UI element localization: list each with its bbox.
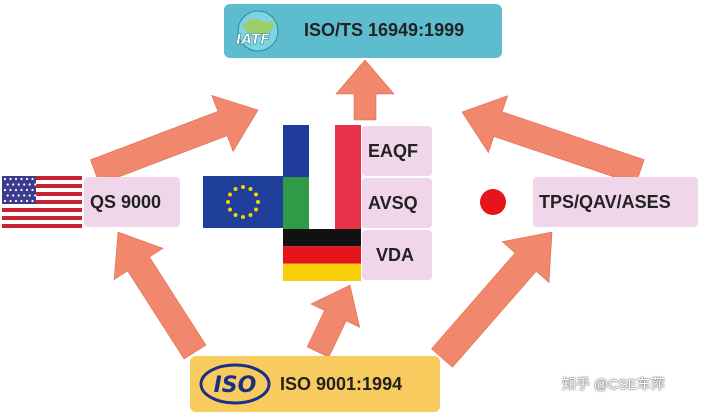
arrow-center-to-top [335, 59, 395, 121]
center-item-avsq: AVSQ [362, 178, 432, 228]
right-standard-label: TPS/QAV/ASES [539, 191, 671, 212]
iso-logo: ISO [199, 363, 271, 405]
bottom-standard-label: ISO 9001:1994 [280, 374, 403, 394]
arrow-right-to-top [461, 95, 645, 185]
right-standard-box: TPS/QAV/ASES [533, 177, 698, 227]
italy-flag [283, 177, 361, 229]
left-standard-label: QS 9000 [90, 191, 162, 212]
arrow-bottom-to-center [306, 284, 361, 358]
center-item-label: VDA [376, 244, 415, 265]
iatf-logo-text: IATF [236, 32, 270, 48]
arrow-bottom-to-left [113, 231, 207, 360]
center-item-label: EAQF [368, 140, 419, 161]
eu-flag [203, 176, 283, 228]
left-standard-box: QS 9000 [84, 177, 180, 227]
iso-logo-text: ISO [214, 373, 257, 398]
watermark: 知乎 @CSE车萍 [562, 374, 665, 394]
bottom-standard-box: ISO ISO 9001:1994 [190, 356, 440, 412]
top-standard-box: IATF ISO/TS 16949:1999 [224, 4, 502, 58]
iatf-logo: IATF [236, 10, 279, 52]
germany-flag [283, 229, 361, 281]
arrow-left-to-top [90, 95, 259, 185]
usa-flag [2, 176, 82, 228]
japan-flag [453, 176, 533, 228]
top-standard-label: ISO/TS 16949:1999 [304, 20, 465, 40]
center-item-vda: VDA [362, 230, 432, 280]
watermark-text: 知乎 @CSE车萍 [562, 376, 665, 392]
france-flag [283, 125, 361, 177]
arrow-bottom-to-right [431, 231, 553, 368]
center-item-label: AVSQ [368, 192, 418, 213]
center-item-eaqf: EAQF [362, 126, 432, 176]
